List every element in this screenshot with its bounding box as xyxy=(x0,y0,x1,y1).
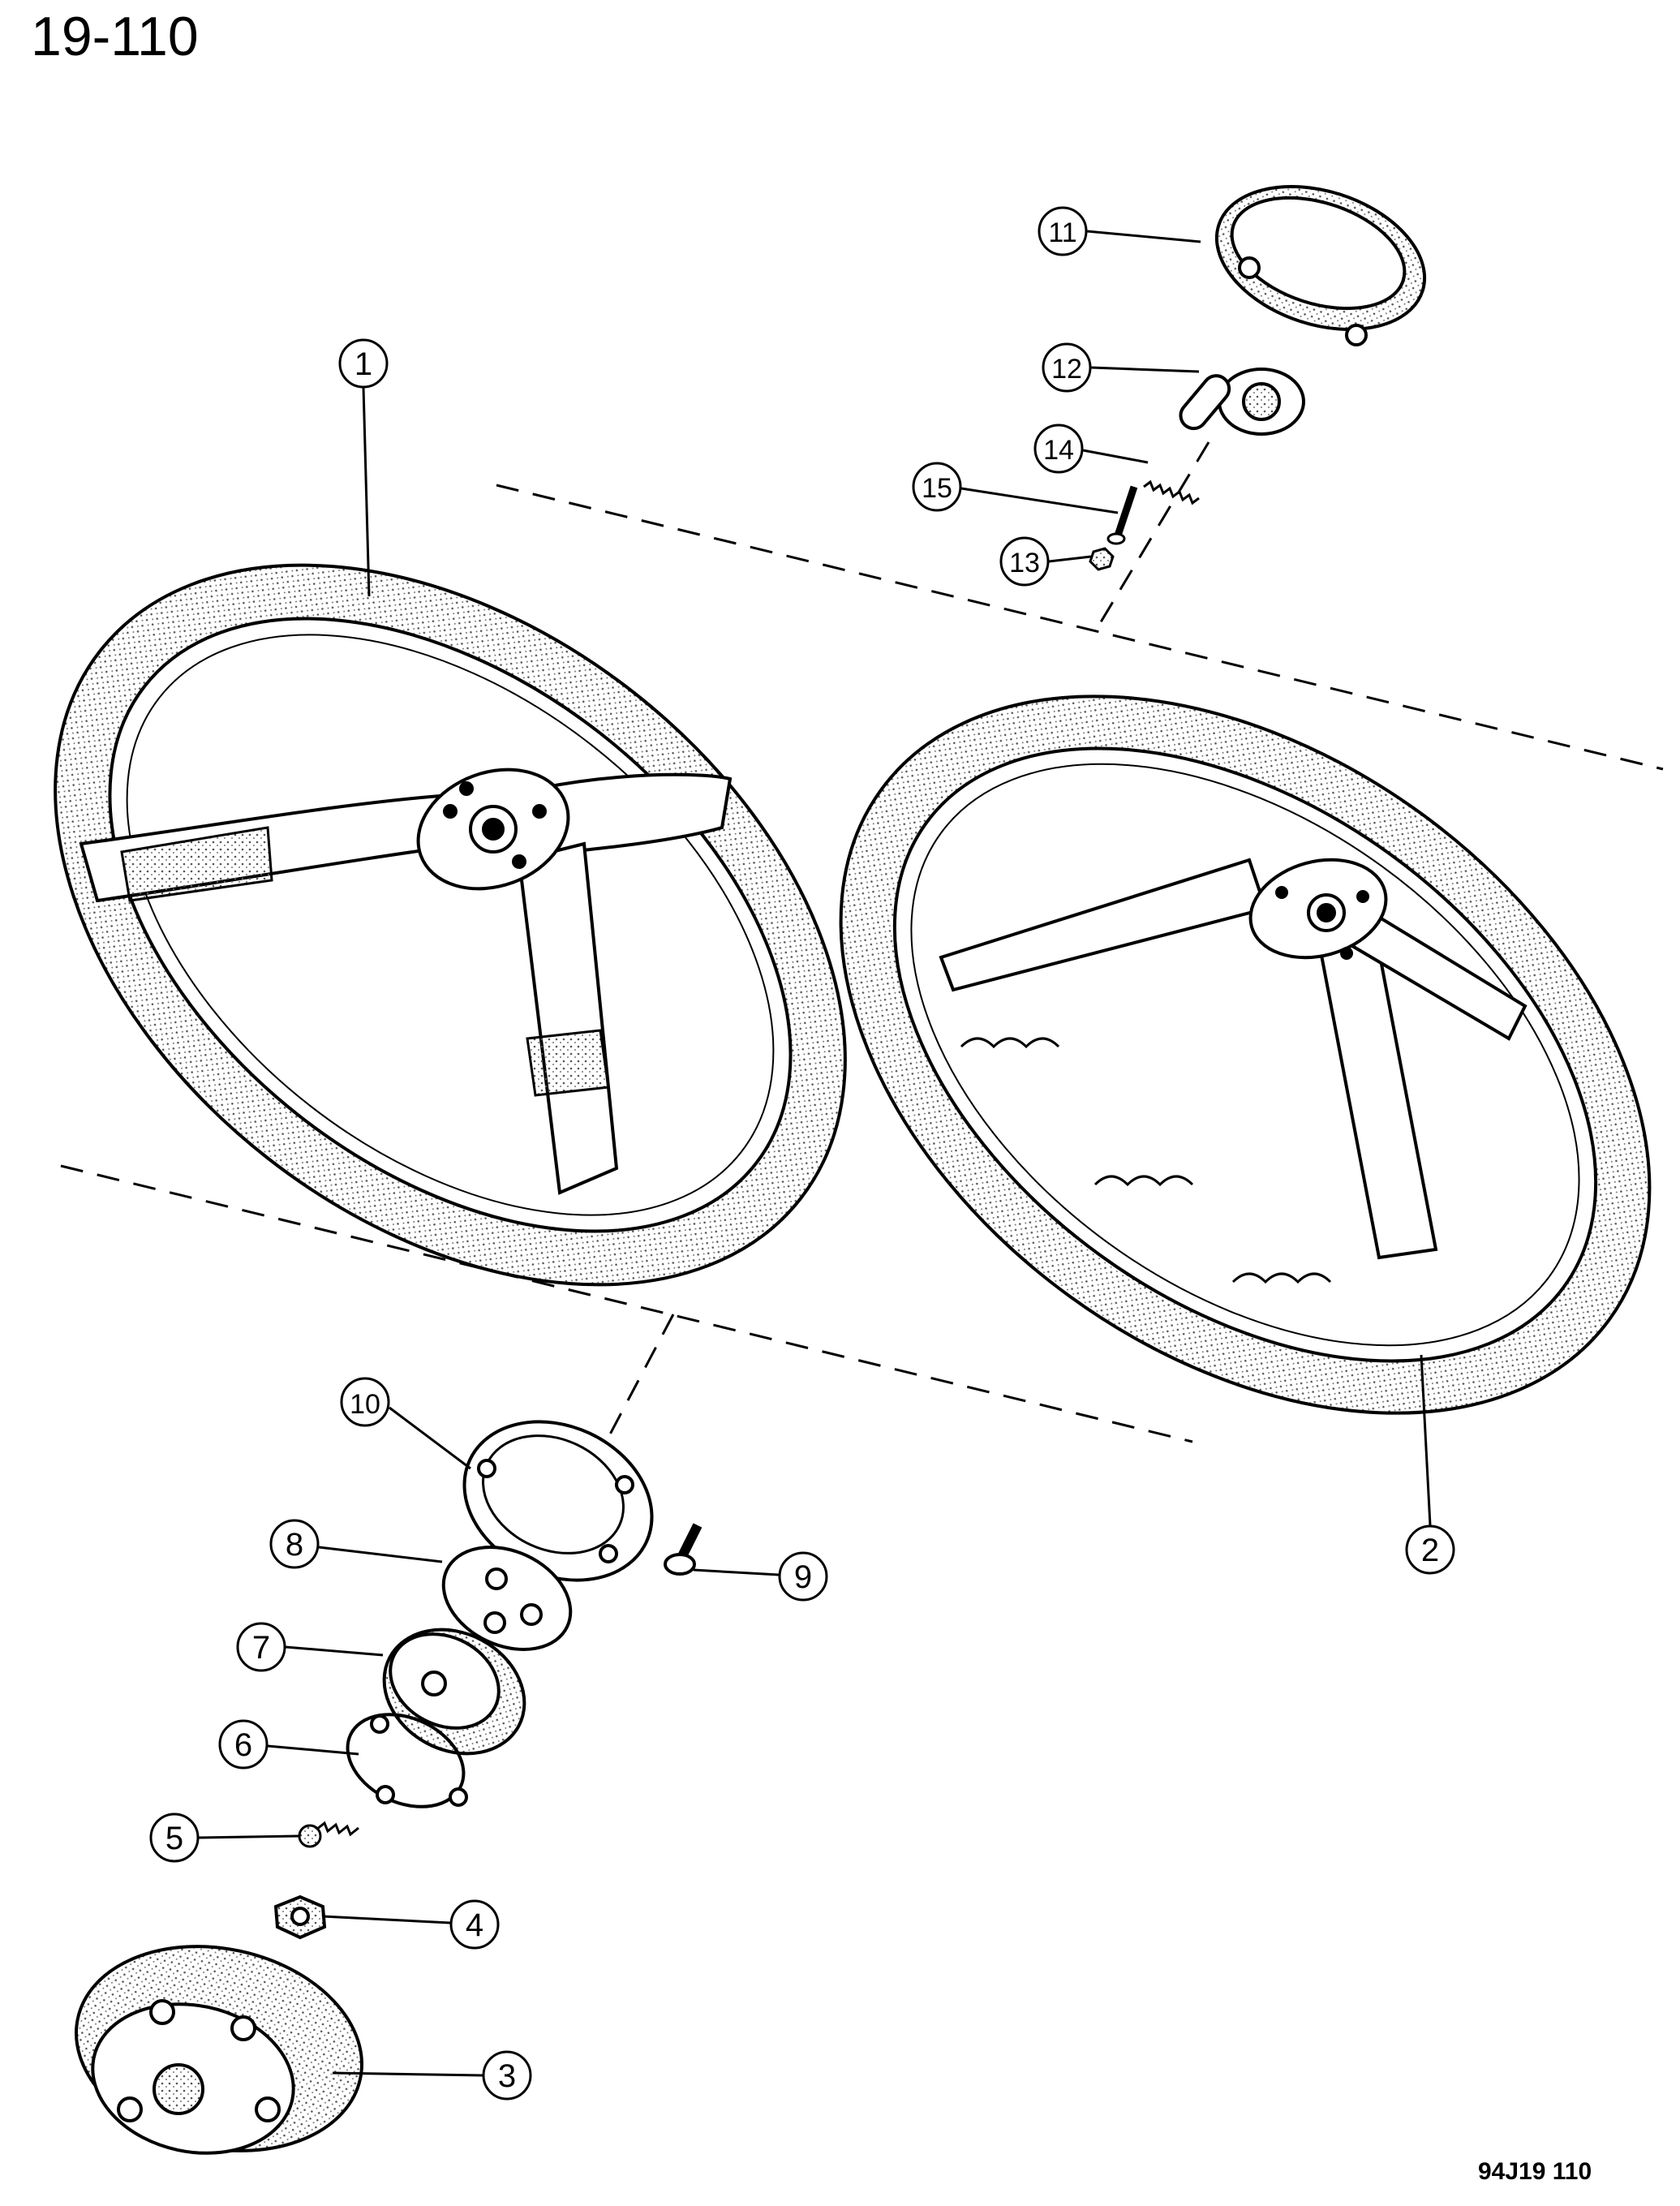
figure-code: 94J19 110 xyxy=(1478,2158,1592,2185)
callout-14: 14 xyxy=(1033,424,1084,474)
callout-6: 6 xyxy=(218,1719,269,1770)
callout-13: 13 xyxy=(999,536,1050,587)
callout-label: 11 xyxy=(1048,217,1076,248)
switch-cup-part-7 xyxy=(382,1628,526,1756)
steering-wheel-1 xyxy=(54,563,847,1287)
contact-pin-part-12 xyxy=(1179,368,1305,436)
nut-part-4 xyxy=(273,1894,327,1940)
retainer-part-6 xyxy=(346,1713,468,1808)
callout-12: 12 xyxy=(1042,342,1092,393)
callout-11: 11 xyxy=(1038,206,1088,256)
callout-label: 2 xyxy=(1421,1533,1439,1568)
cover-plate-part-10 xyxy=(462,1420,654,1582)
callout-15: 15 xyxy=(912,462,962,512)
callout-label: 9 xyxy=(794,1559,812,1595)
callout-label: 6 xyxy=(234,1727,252,1763)
horn-pad-part-3 xyxy=(75,1945,363,2155)
callout-label: 5 xyxy=(165,1821,183,1856)
nut-part-13 xyxy=(1089,547,1115,571)
page-number: 19-110 xyxy=(31,6,199,67)
callout-1: 1 xyxy=(338,338,389,389)
callout-label: 3 xyxy=(498,2058,516,2094)
callout-label: 10 xyxy=(350,1389,380,1420)
steering-wheel-2 xyxy=(839,694,1652,1415)
callout-8: 8 xyxy=(269,1519,320,1569)
contact-plate-part-8 xyxy=(441,1546,573,1651)
screw-part-5 xyxy=(298,1821,359,1848)
bolt-part-9 xyxy=(664,1523,703,1576)
screw-part-15 xyxy=(1106,485,1138,545)
callout-3: 3 xyxy=(482,2050,532,2101)
callout-label: 15 xyxy=(922,473,952,504)
callout-4: 4 xyxy=(449,1899,500,1950)
callout-2: 2 xyxy=(1405,1524,1455,1575)
callout-label: 4 xyxy=(466,1907,483,1943)
callout-label: 13 xyxy=(1009,548,1040,578)
callouts: 1 2 3 4 5 6 7 8 9 10 11 12 13 14 15 xyxy=(149,206,1455,2101)
spring-part-14 xyxy=(1143,479,1200,505)
callout-7: 7 xyxy=(236,1622,286,1672)
leader-lines xyxy=(198,230,1432,2077)
trim-ring-part-11 xyxy=(1214,184,1427,346)
callout-label: 8 xyxy=(286,1527,303,1563)
callout-5: 5 xyxy=(149,1813,200,1863)
callout-9: 9 xyxy=(778,1551,828,1602)
callout-label: 12 xyxy=(1051,354,1082,385)
callout-label: 14 xyxy=(1043,435,1074,466)
callout-label: 7 xyxy=(252,1630,270,1666)
callout-10: 10 xyxy=(340,1377,390,1427)
callout-label: 1 xyxy=(354,346,372,382)
